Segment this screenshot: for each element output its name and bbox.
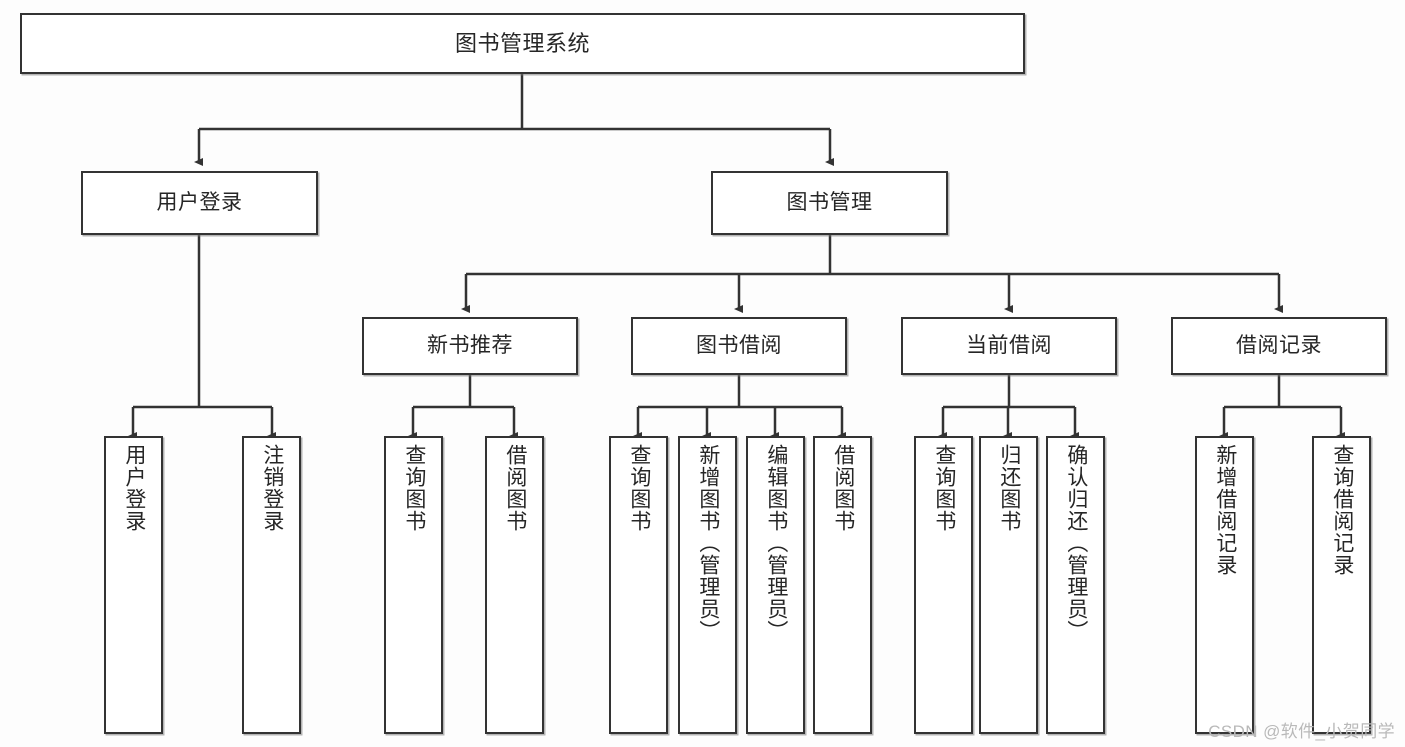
node-label: 借阅图书: [503, 444, 527, 532]
node-label: 用户登录: [156, 190, 243, 214]
leaf-book-borrow-edit-book-admin[interactable]: 编辑图书（管理员）: [746, 436, 805, 734]
node-label: 查询借阅记录: [1330, 444, 1354, 576]
leaf-book-borrow-borrow-book[interactable]: 借阅图书: [813, 436, 872, 734]
leaf-new-book-query-book[interactable]: 查询图书: [384, 436, 443, 734]
node-label: 借阅记录: [1236, 333, 1322, 357]
node-label: 图书管理: [786, 190, 873, 214]
node-label: 注销登录: [260, 444, 284, 532]
csdn-watermark: CSDN @软件_小贺同学: [1208, 722, 1395, 741]
node-label: 图书借阅: [696, 333, 782, 357]
node-current-borrow[interactable]: 当前借阅: [901, 317, 1117, 375]
leaf-current-borrow-query-book[interactable]: 查询图书: [914, 436, 973, 734]
node-label: 归还图书: [997, 444, 1021, 532]
leaf-book-borrow-query-book[interactable]: 查询图书: [609, 436, 668, 734]
leaf-user-login-logout[interactable]: 注销登录: [242, 436, 301, 734]
node-label: 图书管理系统: [454, 30, 590, 56]
node-book-borrow[interactable]: 图书借阅: [631, 317, 847, 375]
node-borrow-record[interactable]: 借阅记录: [1171, 317, 1387, 375]
node-label: 借阅图书: [831, 444, 855, 532]
node-book-management[interactable]: 图书管理: [711, 171, 948, 235]
node-label: 新书推荐: [427, 333, 513, 357]
leaf-new-book-borrow-book[interactable]: 借阅图书: [485, 436, 544, 734]
node-label: 查询图书: [627, 444, 651, 532]
node-user-login[interactable]: 用户登录: [81, 171, 318, 235]
node-label: 编辑图书（管理员）: [764, 444, 788, 642]
leaf-borrow-record-query-record[interactable]: 查询借阅记录: [1312, 436, 1371, 734]
node-new-book-recommend[interactable]: 新书推荐: [362, 317, 578, 375]
node-label: 用户登录: [122, 444, 146, 532]
leaf-user-login-login[interactable]: 用户登录: [104, 436, 163, 734]
node-label: 新增图书（管理员）: [696, 444, 720, 642]
node-label: 确认归还（管理员）: [1064, 444, 1088, 642]
node-label: 新增借阅记录: [1213, 444, 1237, 576]
leaf-current-borrow-confirm-return-admin[interactable]: 确认归还（管理员）: [1046, 436, 1105, 734]
node-label: 查询图书: [932, 444, 956, 532]
leaf-borrow-record-add-record[interactable]: 新增借阅记录: [1195, 436, 1254, 734]
node-label: 查询图书: [402, 444, 426, 532]
leaf-current-borrow-return-book[interactable]: 归还图书: [979, 436, 1038, 734]
node-root-library-system[interactable]: 图书管理系统: [20, 13, 1025, 74]
leaf-book-borrow-add-book-admin[interactable]: 新增图书（管理员）: [678, 436, 737, 734]
node-label: 当前借阅: [966, 333, 1052, 357]
